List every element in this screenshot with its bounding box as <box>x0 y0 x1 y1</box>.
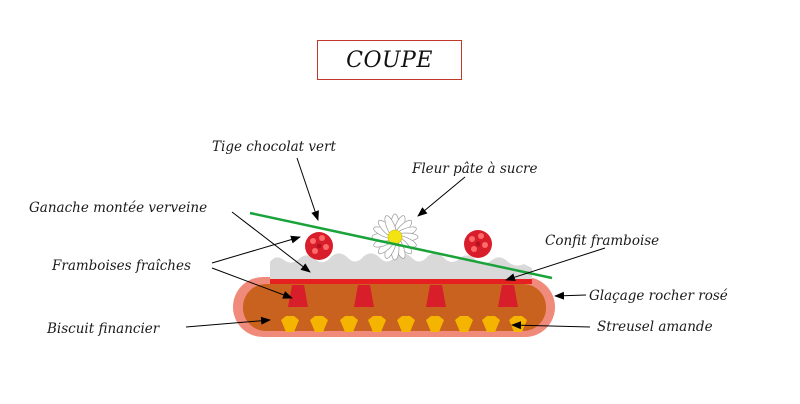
flower <box>371 213 419 261</box>
streusel-piece <box>281 316 299 332</box>
streusel-piece <box>455 316 473 332</box>
arrow-ganache <box>231 211 311 273</box>
arrow-framboises-1 <box>211 235 301 264</box>
arrow-streusel <box>511 321 591 330</box>
streusel-piece <box>340 316 358 332</box>
streusel-row <box>281 316 527 332</box>
arrow-tige <box>296 157 319 221</box>
label-confit: Confit framboise <box>545 233 659 249</box>
confit-layer <box>270 279 532 284</box>
raspberry-left <box>305 232 333 260</box>
raspberry-insert <box>288 285 308 307</box>
tige-chocolat <box>249 211 553 280</box>
raspberry-insert <box>498 285 518 307</box>
arrow-fleur <box>417 176 466 217</box>
raspberry-right <box>464 230 492 258</box>
streusel-piece <box>368 316 386 332</box>
label-fleur: Fleur pâte à sucre <box>411 161 537 177</box>
arrow-confit <box>505 247 606 282</box>
arrow-framboises-2 <box>211 267 293 299</box>
arrow-glacage <box>554 291 587 300</box>
streusel-piece <box>397 316 415 332</box>
label-glacage: Glaçage rocher rosé <box>589 288 728 304</box>
label-biscuit: Biscuit financier <box>46 321 161 337</box>
raspberry-insert <box>426 285 446 307</box>
label-tige: Tige chocolat vert <box>212 139 336 155</box>
label-ganache: Ganache montée verveine <box>29 200 207 216</box>
streusel-piece <box>426 316 444 332</box>
label-streusel: Streusel amande <box>597 319 713 335</box>
title-box: COUPE <box>317 40 462 80</box>
streusel-piece <box>482 316 500 332</box>
raspberry-insert <box>354 285 374 307</box>
label-framboises: Framboises fraîches <box>51 258 191 274</box>
arrow-biscuit <box>185 316 271 328</box>
streusel-piece <box>310 316 328 332</box>
